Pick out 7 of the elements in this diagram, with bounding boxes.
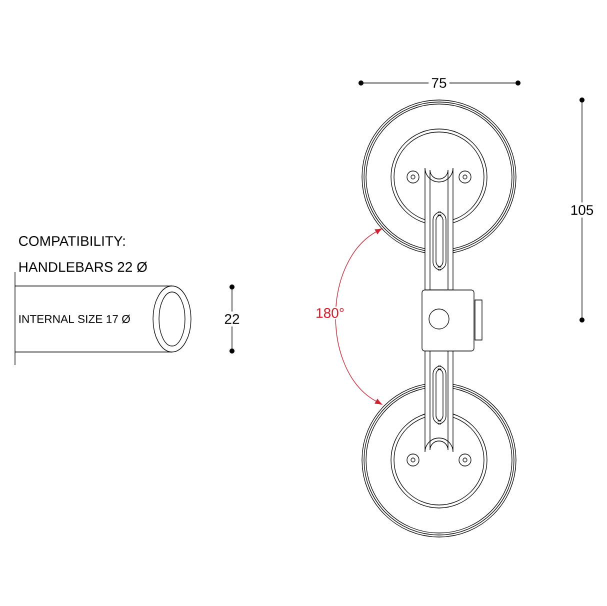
- heading-text: COMPATIBILITY:: [19, 236, 125, 246]
- dimension-label: 75: [428, 75, 450, 91]
- angle-label: 180°: [314, 306, 346, 320]
- dimension-label: 105: [568, 202, 596, 218]
- dimension-label: 22: [222, 311, 242, 327]
- heading-text: HANDLEBARS 22 Ø: [20, 262, 147, 272]
- tube-label: INTERNAL SIZE 17 Ø: [19, 314, 130, 324]
